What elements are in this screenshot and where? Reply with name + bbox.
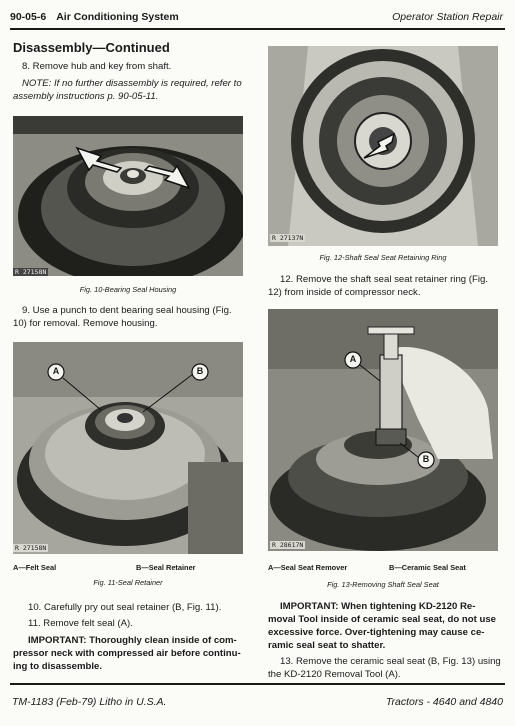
section-title: Disassembly—Continued xyxy=(13,40,170,55)
step-8: 8. Remove hub and key from shaft. xyxy=(22,61,172,72)
fig11-legend-b: B—Seal Retainer xyxy=(136,563,196,572)
fig12-caption: Fig. 12-Shaft Seal Seat Retaining Ring xyxy=(319,253,447,262)
chapter-name: Operator Station Repair xyxy=(392,11,503,23)
fig10-caption: Fig. 10-Bearing Seal Housing xyxy=(79,285,177,294)
important-left-line-3: ing to disassemble. xyxy=(13,661,103,672)
important-right-line-4: ramic seal seat to shatter. xyxy=(268,640,386,651)
note-line-1: NOTE: If no further disassembly is requi… xyxy=(22,78,242,89)
fig12-photo: R 27137N xyxy=(268,46,498,246)
note-line-2: assembly instructions p. 90-05-11. xyxy=(13,91,159,102)
fig10-photo-id: R 27158N xyxy=(13,268,49,276)
fig10-illustration xyxy=(13,116,243,276)
fig11-photo: A B R 27158N xyxy=(13,342,243,554)
fig11-caption: Fig. 11-Seal Retainer xyxy=(93,578,163,587)
fig13-callout-a: A xyxy=(349,354,357,364)
fig13-legend-b: B—Ceramic Seal Seat xyxy=(389,563,466,572)
fig13-illustration xyxy=(268,309,498,551)
step-9-line-2: 10) for removal. Remove housing. xyxy=(13,318,158,329)
important-left-line-1: IMPORTANT: Thoroughly clean inside of co… xyxy=(28,635,237,646)
fig11-callout-b: B xyxy=(196,366,204,376)
important-right-line-2: moval Tool inside of ceramic seal seat, … xyxy=(268,614,497,625)
step-12-line-2: 12) from inside of compressor neck. xyxy=(268,287,421,298)
fig11-photo-id: R 27158N xyxy=(13,544,49,552)
fig10-photo: R 27158N xyxy=(13,116,243,276)
step-12-line-1: 12. Remove the shaft seal seat retainer … xyxy=(280,274,488,285)
important-right-line-1: IMPORTANT: When tightening KD-2120 Re- xyxy=(280,601,476,612)
step-10: 10. Carefully pry out seal retainer (B, … xyxy=(28,602,222,613)
important-right-line-3: excessive force. Over-tightening may cau… xyxy=(268,627,485,638)
fig12-illustration xyxy=(268,46,498,246)
fig13-callout-b: B xyxy=(422,454,430,464)
important-left-line-2: pressor neck with compressed air before … xyxy=(13,648,241,659)
fig11-callout-a: A xyxy=(52,366,60,376)
fig11-legend-a: A—Felt Seal xyxy=(13,563,57,572)
fig13-photo-id: R 28617N xyxy=(270,541,306,549)
fig11-illustration xyxy=(13,342,243,554)
page-number: 90-05-6 xyxy=(10,11,47,23)
footer-models: Tractors - 4640 and 4840 xyxy=(385,696,503,708)
fig12-photo-id: R 27137N xyxy=(270,234,306,242)
section-name: Air Conditioning System xyxy=(56,11,179,23)
page-header-left: 90-05-6 Air Conditioning System xyxy=(10,11,179,23)
footer-rule xyxy=(10,683,505,685)
fig13-legend-a: A—Seal Seat Remover xyxy=(268,563,348,572)
fig13-caption: Fig. 13-Removing Shaft Seal Seat xyxy=(327,580,439,589)
header-rule xyxy=(10,28,505,30)
step-11: 11. Remove felt seal (A). xyxy=(28,618,133,629)
step-9-line-1: 9. Use a punch to dent bearing seal hous… xyxy=(22,305,232,316)
fig13-photo: A B R 28617N xyxy=(268,309,498,551)
footer-doc-id: TM-1183 (Feb-79) Litho in U.S.A. xyxy=(12,696,167,708)
step-13-line-2: the KD-2120 Removal Tool (A). xyxy=(268,669,401,680)
step-13-line-1: 13. Remove the ceramic seal seat (B, Fig… xyxy=(280,656,501,667)
